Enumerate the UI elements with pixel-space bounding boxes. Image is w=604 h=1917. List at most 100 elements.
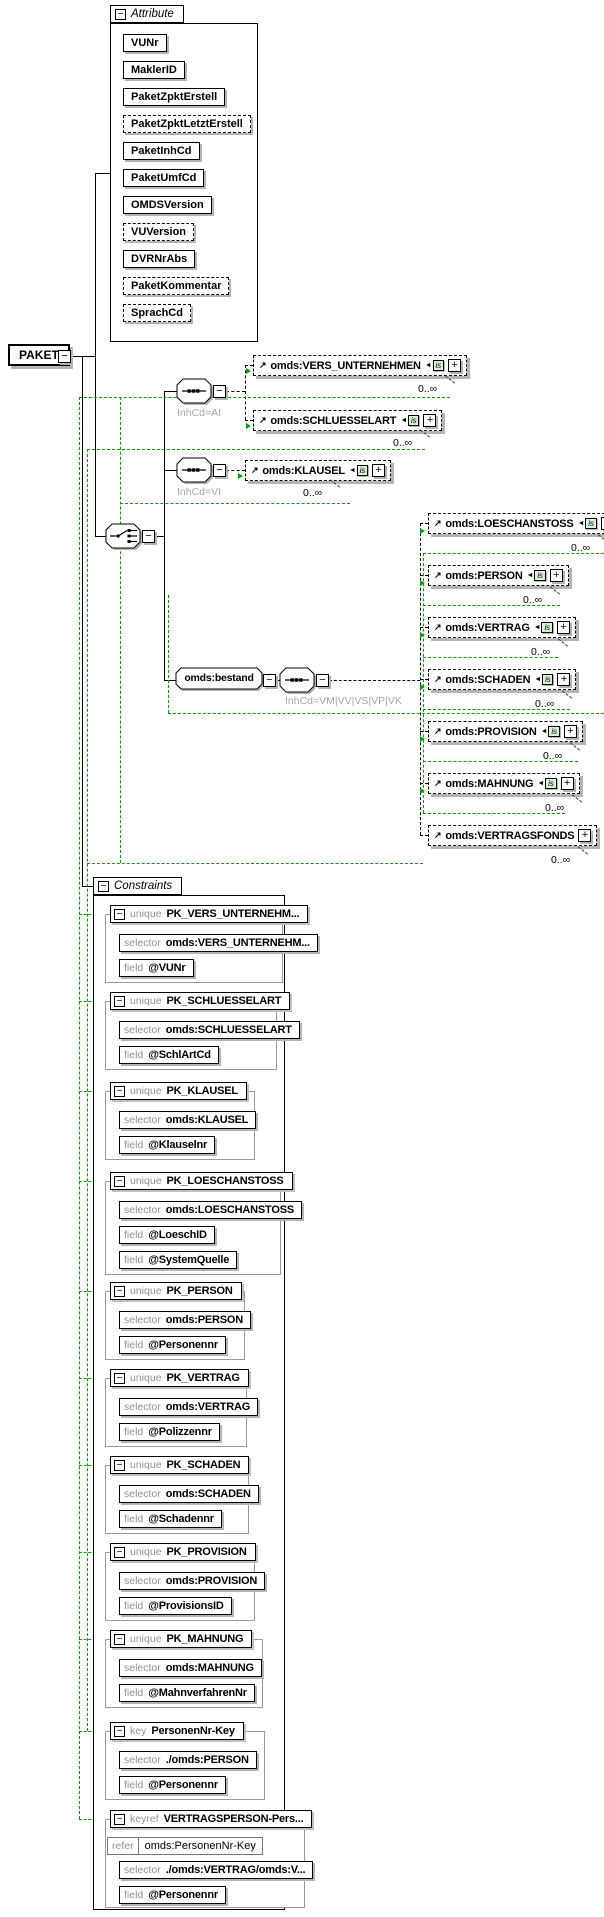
expand-icon[interactable]: + — [447, 359, 461, 372]
collapse-icon[interactable]: − — [114, 1813, 125, 1825]
connector-line-dashed — [245, 365, 246, 420]
choice-compositor-icon[interactable] — [104, 522, 144, 550]
root-element-paket[interactable]: PAKET — [8, 344, 70, 366]
sequence-compositor-icon[interactable] — [175, 377, 215, 405]
collapse-icon[interactable]: − — [213, 385, 226, 398]
field-row[interactable]: field@Klauselnr — [119, 1136, 216, 1154]
attribute-paketzpkterstell[interactable]: PaketZpktErstell — [123, 88, 226, 106]
collapse-icon[interactable]: − — [263, 674, 276, 687]
attributes-panel-title: Attribute — [131, 8, 174, 20]
field-row[interactable]: field@SchlArtCd — [119, 1046, 219, 1064]
element-ref-vertragsfonds[interactable]: ↗ omds:VERTRAGSFONDS + — [428, 825, 598, 846]
collapse-icon[interactable]: − — [58, 350, 71, 363]
attribute-omdsversion[interactable]: OMDSVersion — [123, 196, 212, 214]
collapse-icon[interactable]: − — [114, 1546, 125, 1558]
attribute-paketkommentar[interactable]: PaketKommentar — [123, 277, 230, 295]
collapse-icon[interactable]: − — [114, 1175, 125, 1187]
constraint-link-line — [79, 1291, 105, 1292]
attribute-paketumfcd[interactable]: PaketUmfCd — [123, 169, 205, 187]
collapse-icon[interactable]: − — [115, 8, 126, 20]
collapse-icon[interactable]: − — [114, 1633, 125, 1645]
collapse-icon[interactable]: − — [98, 880, 109, 892]
collapse-icon[interactable]: − — [114, 1085, 125, 1097]
expand-icon[interactable]: + — [563, 725, 577, 738]
attribute-maklerid[interactable]: MaklerID — [123, 61, 185, 79]
selector-row[interactable]: selector./omds:PERSON — [119, 1751, 257, 1769]
element-ref-klausel[interactable]: ↗ omds:KLAUSEL ◄is + — [245, 460, 392, 481]
collapse-icon[interactable]: − — [114, 1459, 125, 1471]
element-ref-vers-unternehmen[interactable]: ↗ omds:VERS_UNTERNEHMEN ◄is + — [253, 355, 467, 376]
sequence-compositor-icon[interactable] — [278, 666, 318, 694]
element-ref-loeschanstoss[interactable]: ↗ omds:LOESCHANSTOSS ◄is + — [428, 513, 604, 534]
element-ref-mahnung[interactable]: ↗ omds:MAHNUNG ◄is + — [428, 773, 580, 794]
constraints-panel-title: Constraints — [114, 880, 173, 892]
attributes-panel-header[interactable]: − Attribute — [110, 5, 184, 23]
collapse-icon[interactable]: − — [114, 995, 125, 1007]
element-ref-person[interactable]: ↗ omds:PERSON ◄is + — [428, 565, 569, 586]
collapse-icon[interactable]: − — [142, 530, 155, 543]
attribute-paketzpktletzterstell[interactable]: PaketZpktLetztErstell — [123, 115, 251, 133]
element-bestand-shape[interactable] — [175, 667, 267, 694]
field-row[interactable]: field@MahnverfahrenNr — [119, 1684, 255, 1702]
field-row[interactable]: field@Personennr — [119, 1336, 226, 1354]
expand-icon[interactable]: + — [549, 569, 563, 582]
collapse-icon[interactable]: − — [213, 464, 226, 477]
expand-icon[interactable]: + — [556, 621, 570, 634]
element-bestand-name[interactable]: omds:bestand — [184, 672, 254, 684]
field-row[interactable]: field@LoeschID — [119, 1226, 215, 1244]
field-row[interactable]: field@Polizzennr — [119, 1423, 220, 1441]
element-ref-schaden[interactable]: ↗ omds:SCHADEN ◄is + — [428, 669, 577, 690]
expand-icon[interactable]: + — [600, 517, 604, 530]
expand-icon[interactable]: + — [372, 464, 386, 477]
field-row[interactable]: field@ProvisionsID — [119, 1597, 232, 1615]
constraints-panel-header[interactable]: − Constraints — [93, 877, 183, 895]
attribute-sprachcd[interactable]: SprachCd — [123, 304, 191, 322]
element-ref-provision[interactable]: ↗ omds:PROVISION ◄is + — [428, 721, 583, 742]
element-ref-vertrag[interactable]: ↗ omds:VERTRAG ◄is + — [428, 617, 576, 638]
occurs-label: 0..∞ — [545, 802, 565, 814]
collapse-icon[interactable]: − — [114, 1725, 125, 1737]
attribute-paketinhcd[interactable]: PaketInhCd — [123, 142, 200, 160]
field-row[interactable]: field@SystemQuelle — [119, 1251, 238, 1269]
expand-icon[interactable]: + — [557, 673, 571, 686]
field-row[interactable]: field@Personennr — [119, 1886, 226, 1904]
field-row[interactable]: field@VUNr — [119, 959, 194, 977]
field-row[interactable]: field@Personennr — [119, 1776, 226, 1794]
collapse-icon[interactable]: − — [114, 1372, 125, 1384]
attribute-vunr[interactable]: VUNr — [123, 34, 167, 52]
collapse-icon[interactable]: − — [114, 908, 125, 920]
selector-row[interactable]: selector./omds:VERTRAG/omds:V... — [119, 1861, 314, 1879]
sequence-compositor-icon[interactable] — [175, 456, 215, 484]
collapse-icon[interactable]: − — [114, 1285, 125, 1297]
field-row[interactable]: field@Schadennr — [119, 1510, 222, 1528]
expand-icon[interactable]: + — [560, 777, 574, 790]
expand-icon[interactable]: + — [423, 414, 437, 427]
attribute-dvrnrabs[interactable]: DVRNrAbs — [123, 250, 196, 268]
collapse-icon[interactable]: − — [316, 674, 329, 687]
element-ref-schluesselart[interactable]: ↗ omds:SCHLUESSELART ◄is + — [253, 410, 443, 431]
expand-icon[interactable]: + — [578, 829, 592, 842]
attribute-vuversion[interactable]: VUVersion — [123, 223, 195, 241]
element-reference-icon: ↗ — [434, 622, 442, 632]
